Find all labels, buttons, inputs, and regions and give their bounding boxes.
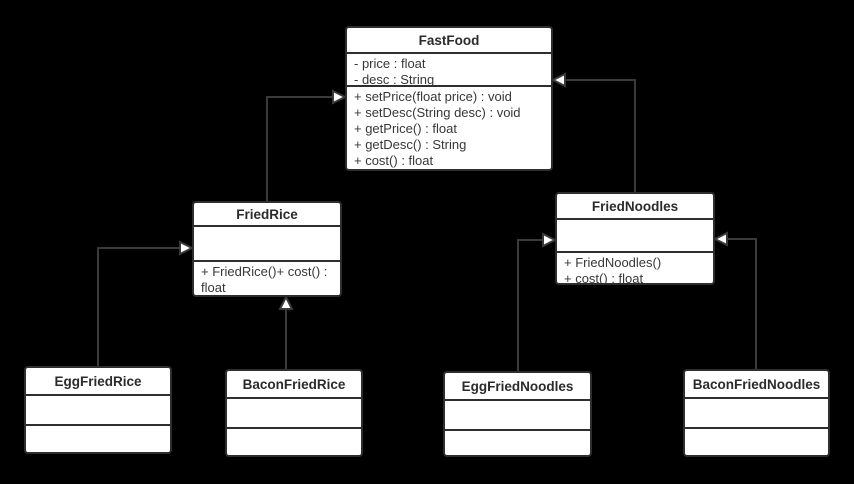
class-fastfood-attributes: - price : float - desc : String bbox=[347, 54, 551, 87]
class-eggfriednoodles-attributes bbox=[445, 401, 590, 431]
method-line: + setPrice(float price) : void bbox=[354, 89, 512, 104]
class-baconfriedrice-attributes bbox=[227, 399, 361, 429]
connector-line bbox=[517, 239, 543, 371]
class-baconfriedrice[interactable]: BaconFriedRice bbox=[225, 369, 363, 457]
class-baconfriedrice-name: BaconFriedRice bbox=[227, 371, 361, 399]
inheritance-arrow-eggfriednoodles-to-friednoodles[interactable] bbox=[517, 232, 558, 371]
connector-line bbox=[266, 96, 333, 201]
class-friednoodles-methods: + FriedNoodles() + cost() : float bbox=[557, 253, 713, 283]
connector-line bbox=[97, 247, 180, 366]
class-fastfood-name: FastFood bbox=[347, 28, 551, 54]
class-friedrice-name: FriedRice bbox=[194, 203, 340, 227]
class-baconfriednoodles-methods bbox=[685, 429, 828, 455]
attribute-line: - desc : String bbox=[354, 72, 435, 87]
class-eggfriednoodles-name: EggFriedNoodles bbox=[445, 373, 590, 401]
attribute-line: - price : float bbox=[354, 56, 426, 71]
class-friedrice-attributes bbox=[194, 227, 340, 262]
class-eggfriedrice-methods bbox=[26, 426, 170, 452]
method-line: + FriedRice()+ cost() : float bbox=[201, 264, 328, 295]
class-friednoodles-attributes bbox=[557, 220, 713, 253]
method-line: + FriedNoodles() bbox=[564, 255, 662, 270]
inheritance-triangle-icon bbox=[179, 240, 195, 256]
class-baconfriednoodles[interactable]: BaconFriedNoodles bbox=[683, 369, 830, 457]
class-baconfriedrice-methods bbox=[227, 429, 361, 455]
connector-line bbox=[565, 79, 636, 192]
method-line: + cost() : float bbox=[564, 271, 644, 283]
inheritance-arrow-eggfriedrice-to-friedrice[interactable] bbox=[97, 240, 195, 366]
class-eggfriednoodles[interactable]: EggFriedNoodles bbox=[443, 371, 592, 457]
method-line: + getDesc() : String bbox=[354, 137, 467, 152]
inheritance-arrow-friedrice-to-fastfood[interactable] bbox=[266, 89, 348, 201]
inheritance-triangle-icon bbox=[542, 232, 558, 248]
inheritance-arrow-baconfriednoodles-to-friednoodles[interactable] bbox=[712, 231, 757, 369]
class-friedrice[interactable]: FriedRice + FriedRice()+ cost() : float bbox=[192, 201, 342, 297]
method-line: + setDesc(String desc) : void bbox=[354, 105, 521, 120]
class-friedrice-methods: + FriedRice()+ cost() : float bbox=[194, 262, 340, 295]
inheritance-arrow-friednoodles-to-fastfood[interactable] bbox=[550, 72, 636, 192]
class-fastfood-methods: + setPrice(float price) : void + setDesc… bbox=[347, 87, 551, 169]
inheritance-arrow-baconfriedrice-to-friedrice[interactable] bbox=[278, 294, 294, 369]
class-eggfriedrice-attributes bbox=[26, 396, 170, 426]
class-fastfood[interactable]: FastFood - price : float - desc : String… bbox=[345, 26, 553, 171]
class-eggfriedrice-name: EggFriedRice bbox=[26, 368, 170, 396]
class-baconfriednoodles-attributes bbox=[685, 399, 828, 429]
class-friednoodles[interactable]: FriedNoodles + FriedNoodles() + cost() :… bbox=[555, 192, 715, 285]
class-baconfriednoodles-name: BaconFriedNoodles bbox=[685, 371, 828, 399]
inheritance-triangle-icon bbox=[712, 231, 728, 247]
method-line: + cost() : float bbox=[354, 153, 434, 168]
class-eggfriedrice[interactable]: EggFriedRice bbox=[24, 366, 172, 454]
connector-line bbox=[727, 238, 757, 369]
inheritance-triangle-icon bbox=[550, 72, 566, 88]
inheritance-triangle-icon bbox=[332, 89, 348, 105]
inheritance-triangle-icon bbox=[278, 294, 294, 310]
method-line: + getPrice() : float bbox=[354, 121, 457, 136]
class-friednoodles-name: FriedNoodles bbox=[557, 194, 713, 220]
class-eggfriednoodles-methods bbox=[445, 431, 590, 455]
